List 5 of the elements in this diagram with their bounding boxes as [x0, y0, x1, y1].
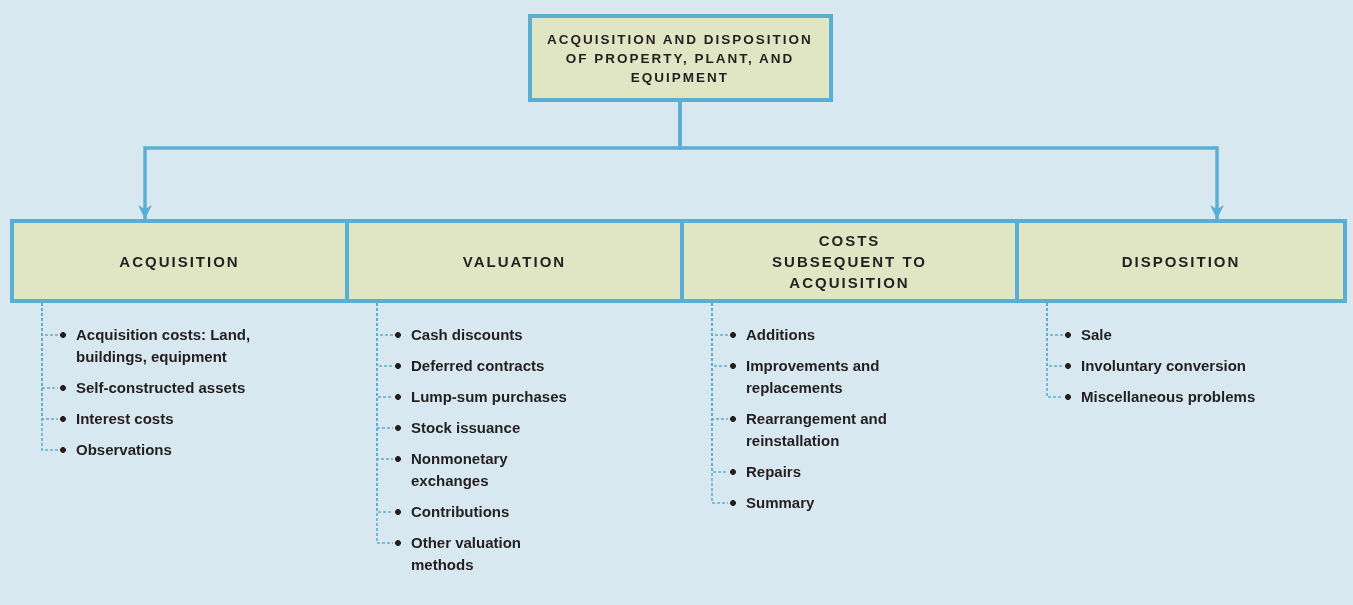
- branch-connector: [711, 302, 729, 504]
- branch-connector: [1046, 302, 1064, 398]
- title-box: ACQUISITION AND DISPOSITION OF PROPERTY, PLANT, AND EQUIPMENT: [527, 14, 833, 102]
- arrow: [678, 102, 1224, 219]
- branch-connector: [41, 302, 59, 451]
